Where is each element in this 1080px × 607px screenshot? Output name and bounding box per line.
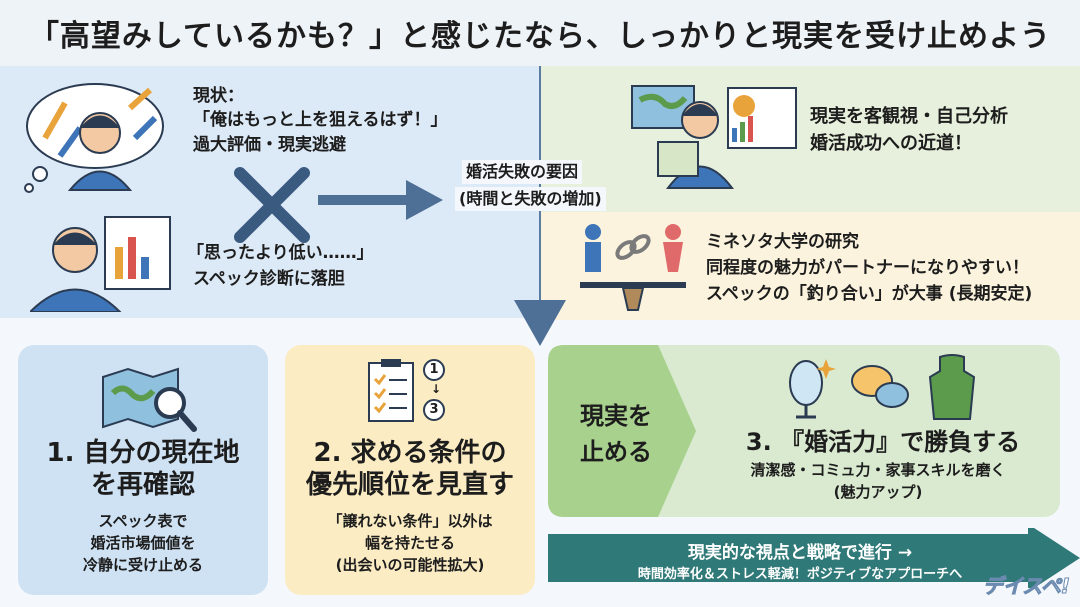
- status-label: 現状：: [193, 86, 244, 106]
- step-3-arrow-text-2: 止める: [580, 438, 652, 466]
- objective-panel: [540, 66, 1080, 212]
- step-1-card: 1. 自分の現在地 を再確認 スペック表で 婚活市場価値を 冷静に受け止める: [18, 345, 268, 595]
- step-1-sub-1: スペック表で: [98, 512, 188, 530]
- title-bar: 「高望みしているかも？」と感じたなら、しっかりと現実を受け止めよう: [0, 0, 1080, 66]
- cross-icon: [234, 167, 310, 243]
- overconfident-man-illustration: [24, 83, 164, 193]
- checklist-icon: [368, 359, 414, 422]
- chevron-arrow-shape: [548, 345, 696, 517]
- disappointed-man-illustration: [30, 216, 171, 312]
- status-quote: 「俺はもっと上を狙えるはず！」: [193, 110, 448, 130]
- step-2-title-2: 優先順位を見直す: [305, 470, 514, 500]
- research-line-1: ミネソタ大学の研究: [706, 232, 859, 252]
- step-3-card: 現実を 止める 3. 『婚活力』で勝負する 清潔感・コミュ力・家事スキルを磨く …: [548, 345, 1060, 517]
- step-3-arrow-text-1: 現実を: [580, 402, 652, 430]
- conclusion-banner: [548, 528, 1080, 588]
- step-3-title: 3. 『婚活力』で勝負する: [745, 428, 1021, 456]
- step-2-sub-2: 幅を持たせる: [364, 534, 455, 552]
- priority-arrow-icon: ↓: [431, 382, 442, 396]
- research-line-2: 同程度の魅力がパートナーになりやすい！: [706, 258, 1029, 278]
- watermark-logo: デイスペ!: [982, 574, 1070, 599]
- step-2-sub-3: (出会いの可能性拡大): [335, 556, 485, 574]
- banner-line-1: 現実的な視点と戦略で進行 →: [687, 543, 913, 563]
- objective-line-1: 現実を客観視・自己分析: [810, 106, 1008, 127]
- step-2-card: 1 ↓ 3 2. 求める条件の 優先順位を見直す 「譲れない条件」以外は 幅を持…: [285, 345, 535, 595]
- step-2-sub-1: 「譲れない条件」以外は: [327, 512, 493, 530]
- priority-badge-1: 1: [423, 359, 445, 381]
- step-1-title-2: を再確認: [90, 470, 195, 500]
- objective-line-2: 婚活成功への近道！: [810, 133, 972, 154]
- map-search-icon: [102, 367, 197, 432]
- step-1-title-1: 1. 自分の現在地: [46, 438, 240, 468]
- shock-note: スペック診断に落胆: [193, 269, 345, 289]
- cause-line-2: (時間と失敗の増加): [455, 187, 606, 211]
- step-3-sub-1: 清潔感・コミュ力・家事スキルを磨く: [750, 461, 1006, 479]
- down-arrow-icon: [514, 300, 566, 346]
- right-arrow-icon: [318, 180, 443, 220]
- balance-scale-illustration: [580, 224, 686, 311]
- grooming-icons: [789, 354, 976, 420]
- banner-line-2: 時間効率化＆ストレス軽減！ポジティブなアプローチへ: [637, 567, 963, 582]
- status-note: 過大評価・現実逃避: [193, 135, 346, 155]
- shock-quote: 「思ったより低い……」: [187, 243, 374, 263]
- cause-line-1: 婚活失敗の要因: [462, 160, 583, 184]
- step-3-sub-2: (魅力アップ): [833, 483, 923, 501]
- step-2-title-1: 2. 求める条件の: [313, 438, 507, 468]
- step-1-sub-3: 冷静に受け止める: [82, 556, 203, 574]
- step-1-sub-2: 婚活市場価値を: [90, 534, 196, 552]
- priority-badge-3: 3: [423, 399, 445, 421]
- research-line-3: スペックの「釣り合い」が大事 (長期安定): [706, 284, 1033, 304]
- page-title: 「高望みしているかも？」と感じたなら、しっかりと現実を受け止めよう: [28, 19, 1052, 54]
- analyzing-man-illustration: [631, 85, 797, 189]
